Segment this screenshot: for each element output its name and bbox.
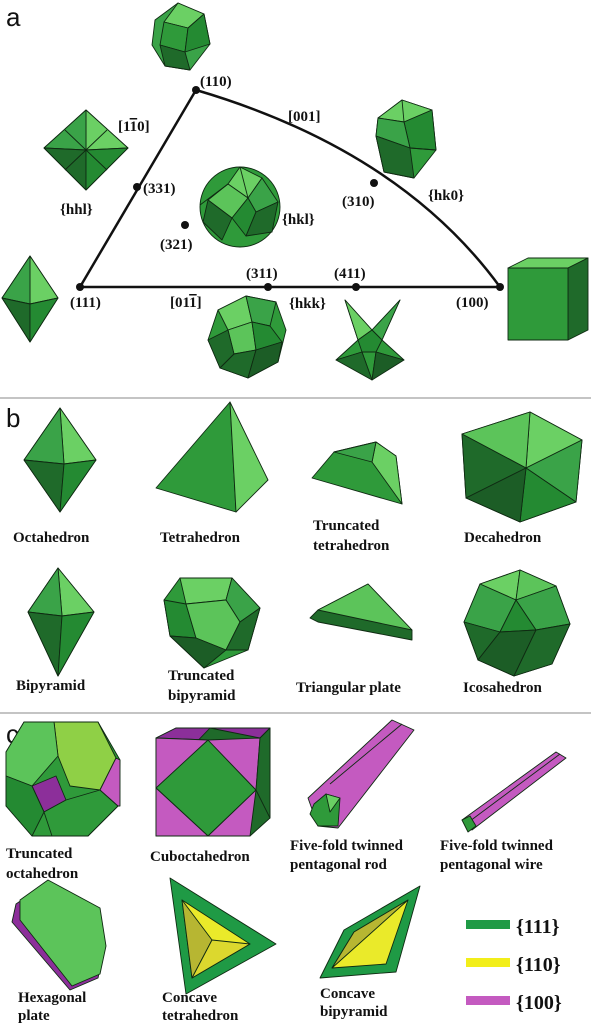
tetrahexahedron-hk0-shape	[375, 99, 437, 179]
caption-truncated-bipyramid-1: Truncated	[168, 668, 235, 684]
edge-01-1-start: [01	[170, 295, 189, 311]
edge-01-1-bar: 1	[189, 295, 197, 311]
concave-star-hkk-shape	[335, 299, 405, 381]
label-110: (110)	[200, 74, 232, 90]
label-edge-001: [001]	[288, 109, 321, 125]
triangular-plate-shape	[309, 583, 413, 641]
point-321	[181, 221, 189, 229]
caption-truncated-bipyramid-2: bipyramid	[168, 688, 236, 704]
point-100	[496, 283, 504, 291]
legend-swatch-110	[466, 958, 510, 967]
label-311: (311)	[246, 266, 278, 282]
label-321: (321)	[160, 237, 193, 253]
svg-text:[011]: [011]	[170, 295, 202, 311]
cuboctahedron-shape	[155, 727, 271, 837]
pentagonal-rod-shape	[307, 719, 415, 829]
truncated-bipyramid-shape	[163, 577, 261, 669]
caption-decahedron: Decahedron	[464, 530, 542, 546]
point-331	[133, 183, 141, 191]
hexagonal-plate-shape	[11, 879, 107, 991]
decahedron-shape	[461, 411, 583, 523]
label-111: (111)	[70, 295, 101, 311]
legend: {111} {110} {100}	[466, 916, 562, 1014]
caption-pent-rod-2: pentagonal rod	[290, 857, 387, 873]
point-311	[264, 283, 272, 291]
hexoctahedron-hkl-shape	[199, 166, 281, 248]
truncated-tetrahedron-shape	[311, 441, 403, 505]
caption-concave-bip-2: bipyramid	[320, 1004, 388, 1020]
caption-truncated-tetrahedron-1: Truncated	[313, 518, 380, 534]
trapezohedron-311-shape	[207, 295, 287, 379]
caption-hex-plate-1: Hexagonal	[18, 990, 86, 1006]
label-411: (411)	[334, 266, 366, 282]
legend-label-111: {111}	[516, 916, 560, 938]
svg-text:[110]: [110]	[118, 119, 150, 135]
caption-concave-tet-2: tetrahedron	[162, 1008, 239, 1024]
edge-01-1-end: ]	[197, 295, 202, 311]
label-hk0: {hk0}	[428, 188, 464, 204]
edge-1-10-bar: 1	[130, 119, 138, 135]
bipyramid-shape	[27, 567, 95, 677]
concave-bipyramid-shape	[319, 885, 421, 979]
caption-bipyramid: Bipyramid	[16, 678, 86, 694]
caption-pent-wire-1: Five-fold twinned	[440, 838, 554, 854]
concave-tetrahedron-shape	[169, 877, 277, 995]
label-hhl: {hhl}	[60, 202, 93, 218]
edge-110-100-arc	[195, 88, 502, 288]
edge-1-10-end: 0]	[137, 119, 150, 135]
label-100: (100)	[456, 295, 489, 311]
caption-truncated-tetrahedron-2: tetrahedron	[313, 538, 390, 554]
octahedron-a-shape	[1, 255, 59, 343]
label-331: (331)	[143, 181, 176, 197]
rhombic-dodecahedron-shape	[151, 2, 211, 71]
caption-cuboctahedron: Cuboctahedron	[150, 849, 250, 865]
label-310: (310)	[342, 194, 375, 210]
label-edge-01-1: [011]	[170, 295, 202, 311]
edge-1-10-start: [1	[118, 119, 130, 135]
legend-swatch-111	[466, 920, 510, 929]
stereographic-triangle	[76, 86, 504, 291]
point-111	[76, 283, 84, 291]
label-edge-1-10: [110]	[118, 119, 150, 135]
caption-hex-plate-2: plate	[18, 1008, 50, 1024]
point-411	[352, 283, 360, 291]
caption-concave-tet-1: Concave	[162, 990, 217, 1006]
legend-label-100: {100}	[516, 992, 562, 1014]
caption-pent-wire-2: pentagonal wire	[440, 857, 543, 873]
caption-pent-rod-1: Five-fold twinned	[290, 838, 404, 854]
caption-truncated-octahedron-1: Truncated	[6, 846, 73, 862]
label-hkk: {hkk}	[289, 296, 326, 312]
truncated-octahedron-shape	[5, 721, 121, 837]
tetrahedron-shape	[155, 401, 269, 513]
legend-swatch-100	[466, 996, 510, 1005]
caption-icosahedron: Icosahedron	[463, 680, 543, 696]
caption-octahedron: Octahedron	[13, 530, 90, 546]
icosahedron-shape	[463, 569, 571, 677]
caption-truncated-octahedron-2: octahedron	[6, 866, 79, 882]
label-hkl: {hkl}	[282, 212, 315, 228]
legend-label-110: {110}	[516, 954, 561, 976]
octahedron-b-shape	[23, 407, 97, 513]
point-310	[370, 179, 378, 187]
trapezohedron-hhl-shape	[43, 109, 129, 191]
cube-a-shape	[507, 257, 589, 341]
caption-concave-bip-1: Concave	[320, 986, 375, 1002]
pentagonal-wire-shape	[461, 751, 567, 833]
caption-tetrahedron: Tetrahedron	[160, 530, 241, 546]
panel-label-b: b	[6, 403, 20, 433]
point-110	[192, 86, 200, 94]
panel-label-a: a	[6, 2, 21, 32]
caption-triangular-plate: Triangular plate	[296, 680, 401, 696]
